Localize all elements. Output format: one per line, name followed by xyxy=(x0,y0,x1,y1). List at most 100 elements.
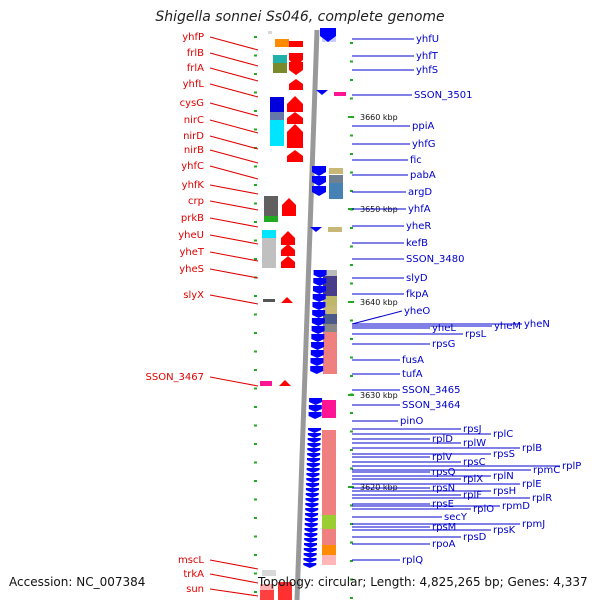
leader-line xyxy=(209,559,259,570)
feature-arrow xyxy=(303,563,317,568)
tick-mark xyxy=(350,338,353,340)
feature-arrow xyxy=(305,493,319,498)
gene-label-rplE: rplE xyxy=(522,479,542,490)
feature-arrow xyxy=(287,150,303,162)
tick-mark xyxy=(350,171,353,174)
gene-label-nirC: nirC xyxy=(184,115,204,126)
feature-block xyxy=(329,168,343,174)
scale-tick xyxy=(348,301,354,303)
gene-label-SSON_3464: SSON_3464 xyxy=(402,400,461,411)
tick-mark xyxy=(254,258,257,260)
gene-label-rplO: rplO xyxy=(473,504,494,515)
feature-block xyxy=(263,299,275,302)
gene-label-rplD: rplD xyxy=(432,434,453,445)
right-gene-labels: yhfUyhfTyhfSSSON_3501ppiAyhfGficpabAargD… xyxy=(351,34,581,566)
feature-block xyxy=(270,112,284,120)
tick-mark xyxy=(350,560,353,562)
feature-block xyxy=(289,41,303,47)
tick-mark xyxy=(350,412,353,414)
feature-arrow xyxy=(305,488,319,493)
gene-label-yheT: yheT xyxy=(179,247,204,258)
gene-label-rpmC: rpmC xyxy=(533,465,560,476)
feature-arrow xyxy=(312,186,326,196)
tick-mark xyxy=(350,541,353,544)
gene-label-fusA: fusA xyxy=(402,355,424,366)
leader-line xyxy=(209,52,259,67)
gene-label-slyX: slyX xyxy=(183,290,204,301)
feature-block xyxy=(334,92,346,96)
feature-block xyxy=(262,570,276,576)
gene-label-yhfG: yhfG xyxy=(412,139,436,150)
feature-arrow xyxy=(312,176,326,186)
tick-mark xyxy=(350,467,353,470)
feature-arrow xyxy=(312,302,326,310)
tick-mark xyxy=(254,591,257,593)
feature-arrow xyxy=(311,334,325,342)
feature-arrow xyxy=(289,62,303,75)
leader-line xyxy=(209,149,259,164)
scale-label: 3630 kbp xyxy=(360,391,398,400)
gene-label-nirD: nirD xyxy=(183,131,204,142)
tick-mark xyxy=(254,313,257,316)
feature-arrow xyxy=(304,533,318,538)
leader-line xyxy=(209,102,259,117)
gene-label-rpsS: rpsS xyxy=(493,449,515,460)
page-title: Shigella sonnei Ss046, complete genome xyxy=(155,9,445,25)
gene-label-rpsM: rpsM xyxy=(432,522,456,533)
tick-mark xyxy=(254,554,257,556)
scale-tick xyxy=(348,208,354,210)
gene-label-yhfS: yhfS xyxy=(416,65,438,76)
tick-mark xyxy=(350,97,353,100)
feature-arrow xyxy=(304,523,318,528)
feature-arrow xyxy=(281,244,295,256)
leader-line xyxy=(209,573,259,584)
tick-mark xyxy=(254,424,257,427)
feature-arrow xyxy=(307,433,321,438)
tick-mark xyxy=(350,153,353,155)
tick-mark xyxy=(254,406,257,408)
feature-block xyxy=(323,296,337,306)
feature-block xyxy=(264,196,278,216)
gene-label-SSON_3467: SSON_3467 xyxy=(146,372,205,383)
gene-label-kefB: kefB xyxy=(406,238,428,249)
feature-arrow xyxy=(304,528,318,533)
feature-arrow xyxy=(307,448,321,453)
tick-mark xyxy=(350,60,353,63)
tick-mark xyxy=(350,134,353,137)
gene-label-yhfC: yhfC xyxy=(181,161,204,172)
feature-block xyxy=(323,306,337,314)
gene-label-rplB: rplB xyxy=(522,443,542,454)
feature-arrow xyxy=(310,350,324,358)
feature-arrow xyxy=(306,468,320,473)
feature-arrow xyxy=(303,553,317,558)
feature-arrow xyxy=(304,543,317,548)
leader-line xyxy=(209,184,259,195)
feature-arrow xyxy=(306,458,320,463)
feature-arrow xyxy=(282,198,296,216)
gene-label-SSON_3465: SSON_3465 xyxy=(402,385,461,396)
leader-line xyxy=(209,36,259,51)
gene-label-yhfT: yhfT xyxy=(416,51,439,62)
feature-arrow xyxy=(310,358,324,366)
gene-label-rplW: rplW xyxy=(463,438,486,449)
tick-mark xyxy=(254,480,257,482)
gene-label-rplV: rplV xyxy=(432,452,452,463)
gene-label-prkB: prkB xyxy=(181,213,204,224)
gene-label-yheL: yheL xyxy=(432,323,456,334)
scale-label: 3660 kbp xyxy=(360,113,398,122)
gene-label-rpsD: rpsD xyxy=(463,532,487,543)
gene-label-yheR: yheR xyxy=(406,221,431,232)
tick-mark xyxy=(254,350,257,353)
feature-block xyxy=(260,590,274,600)
gene-label-yhfP: yhfP xyxy=(182,32,204,43)
feature-block xyxy=(323,332,337,374)
gene-label-frlA: frlA xyxy=(187,63,204,74)
feature-arrow xyxy=(304,538,318,543)
gene-label-SSON_3480: SSON_3480 xyxy=(406,254,465,265)
gene-label-rpsK: rpsK xyxy=(493,525,516,536)
feature-arrow xyxy=(312,294,326,302)
tick-mark xyxy=(350,282,353,285)
feature-block xyxy=(322,430,336,515)
gene-label-SSON_3501: SSON_3501 xyxy=(414,90,473,101)
gene-label-rpsJ: rpsJ xyxy=(463,424,482,435)
